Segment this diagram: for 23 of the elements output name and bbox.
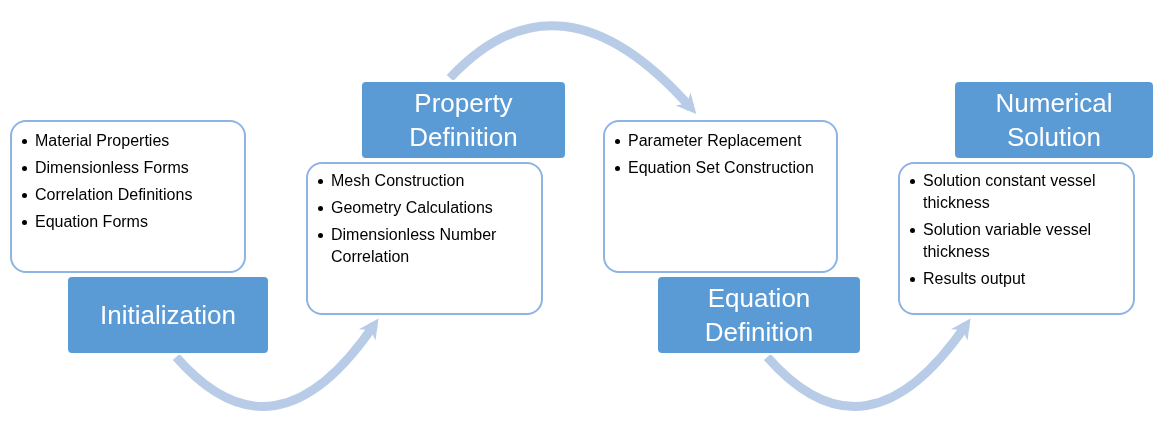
curved-arrow — [764, 318, 971, 411]
bullet-item: Results output — [923, 269, 1026, 289]
bullet-item: Material Properties — [35, 131, 170, 151]
bullet-item: Solution constant vessel thickness — [923, 171, 1097, 213]
bullet-item: Correlation Definitions — [35, 185, 193, 205]
bullet-item: Dimensionless Forms — [35, 158, 189, 178]
curved-arrow — [446, 21, 697, 114]
stage-content-box — [306, 162, 543, 315]
stage-title-box: Equation Definition — [656, 275, 862, 355]
stage-content-box — [603, 120, 838, 273]
bullet-item: Equation Forms — [35, 212, 148, 232]
bullet-item: Dimensionless Number Correlation — [331, 225, 498, 267]
bullet-item: Mesh Construction — [331, 171, 465, 191]
stage-title-box: Numerical Solution — [953, 80, 1155, 160]
stage-content-box — [10, 120, 246, 273]
bullet-item: Solution variable vessel thickness — [923, 220, 1093, 262]
stage-content-box — [898, 162, 1135, 315]
bullet-item: Parameter Replacement — [628, 131, 802, 151]
stage-title-box: Property Definition — [360, 80, 567, 160]
curved-arrow — [172, 318, 379, 411]
bullet-item: Equation Set Construction — [628, 158, 814, 178]
stage-title-box: Initialization — [66, 275, 270, 355]
bullet-item: Geometry Calculations — [331, 198, 493, 218]
